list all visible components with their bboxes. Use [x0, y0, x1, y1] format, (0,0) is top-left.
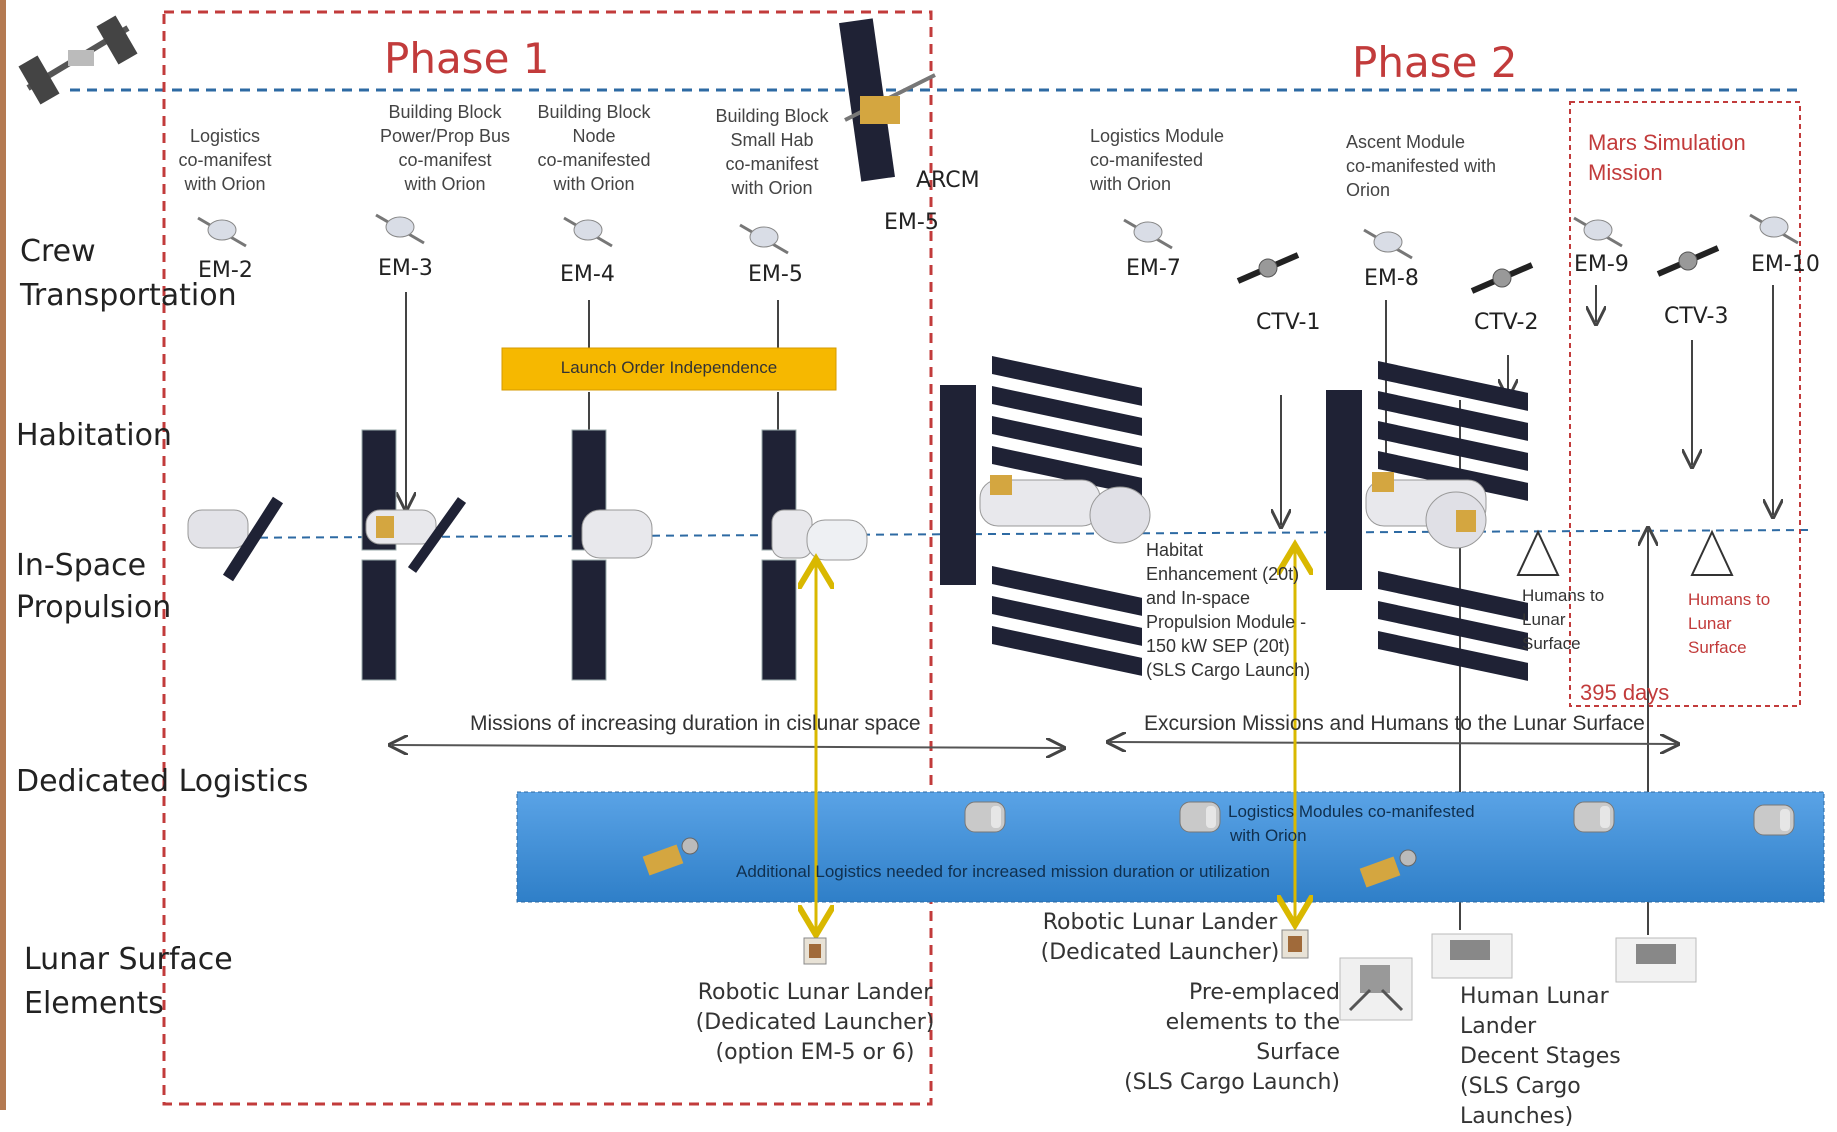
left-border [0, 0, 6, 1110]
span-label-phase1: Missions of increasing duration in cislu… [470, 712, 921, 735]
station-phase2-a [940, 356, 1151, 676]
orion-capsule-icons [196, 213, 1800, 260]
preemplaced-elements-icon [1339, 957, 1413, 1021]
iss-icon [18, 15, 138, 105]
em8-label: EM-8 [1364, 266, 1419, 291]
arcm-em5-label: EM-5 [884, 210, 939, 235]
em5-stack [761, 429, 868, 681]
row-label-lunar-surface: Lunar Surface [24, 942, 233, 977]
mars-sim-frame [1569, 101, 1801, 707]
em3-stack [361, 429, 467, 681]
em10-label: EM-10 [1751, 252, 1820, 277]
ctv-icons [1238, 248, 1718, 291]
em5-label: EM-5 [748, 262, 803, 287]
ctv2-label: CTV-2 [1474, 310, 1539, 335]
phase1-frame [162, 10, 933, 1106]
ctv3-label: CTV-3 [1664, 304, 1729, 329]
robotic-lander-caption-2: Robotic Lunar Lander(Dedicated Launcher) [1040, 910, 1280, 965]
arcm-label: ARCM [916, 168, 980, 193]
row-label-dedicated-logistics: Dedicated Logistics [16, 764, 309, 799]
row-label-habitation: Habitation [16, 418, 172, 453]
em4-label: EM-4 [560, 262, 615, 287]
launch-order-label: Launch Order Independence [560, 358, 778, 377]
row-label-transportation: Transportation [20, 278, 237, 313]
logistics-canister-icon [964, 801, 1006, 833]
human-lander-descent-icon [1431, 933, 1697, 983]
launch-order-box [501, 347, 837, 391]
em4-stack [571, 429, 653, 681]
ctv1-label: CTV-1 [1256, 310, 1321, 335]
mid-dashed-line [189, 529, 1811, 539]
row-label-propulsion: Propulsion [16, 590, 172, 625]
phase2-title: Phase 2 [1352, 38, 1518, 87]
logistics-band [516, 791, 1825, 903]
logistics-band-text-2: Additional Logistics needed for increase… [736, 862, 1270, 881]
robotic-lander-icon [803, 929, 1309, 965]
phase1-title: Phase 1 [384, 34, 550, 83]
span-label-phase2: Excursion Missions and Humans to the Lun… [1144, 712, 1645, 735]
station-phase2-b [1326, 361, 1528, 681]
mars-sim-duration: 395 days [1580, 680, 1670, 705]
em2-stack [187, 496, 284, 582]
em2-label: EM-2 [198, 258, 253, 283]
span-arrow-phase1 [392, 745, 1062, 748]
span-arrow-phase2 [1110, 742, 1676, 744]
arcm-spacecraft [839, 18, 936, 182]
em3-label: EM-3 [378, 256, 433, 281]
em9-label: EM-9 [1574, 252, 1629, 277]
logistics-vehicle-icon [642, 837, 1417, 888]
em7-label: EM-7 [1126, 256, 1181, 281]
humans-surface-triangle-2 [1690, 529, 1734, 576]
row-label-elements: Elements [24, 986, 164, 1021]
row-label-in-space: In-Space [16, 548, 147, 583]
row-label-crew: Crew [20, 234, 96, 269]
robotic-lander-caption-1: Robotic Lunar Lander(Dedicated Launcher)… [695, 980, 935, 1065]
humans-surface-triangle-1 [1516, 529, 1560, 576]
